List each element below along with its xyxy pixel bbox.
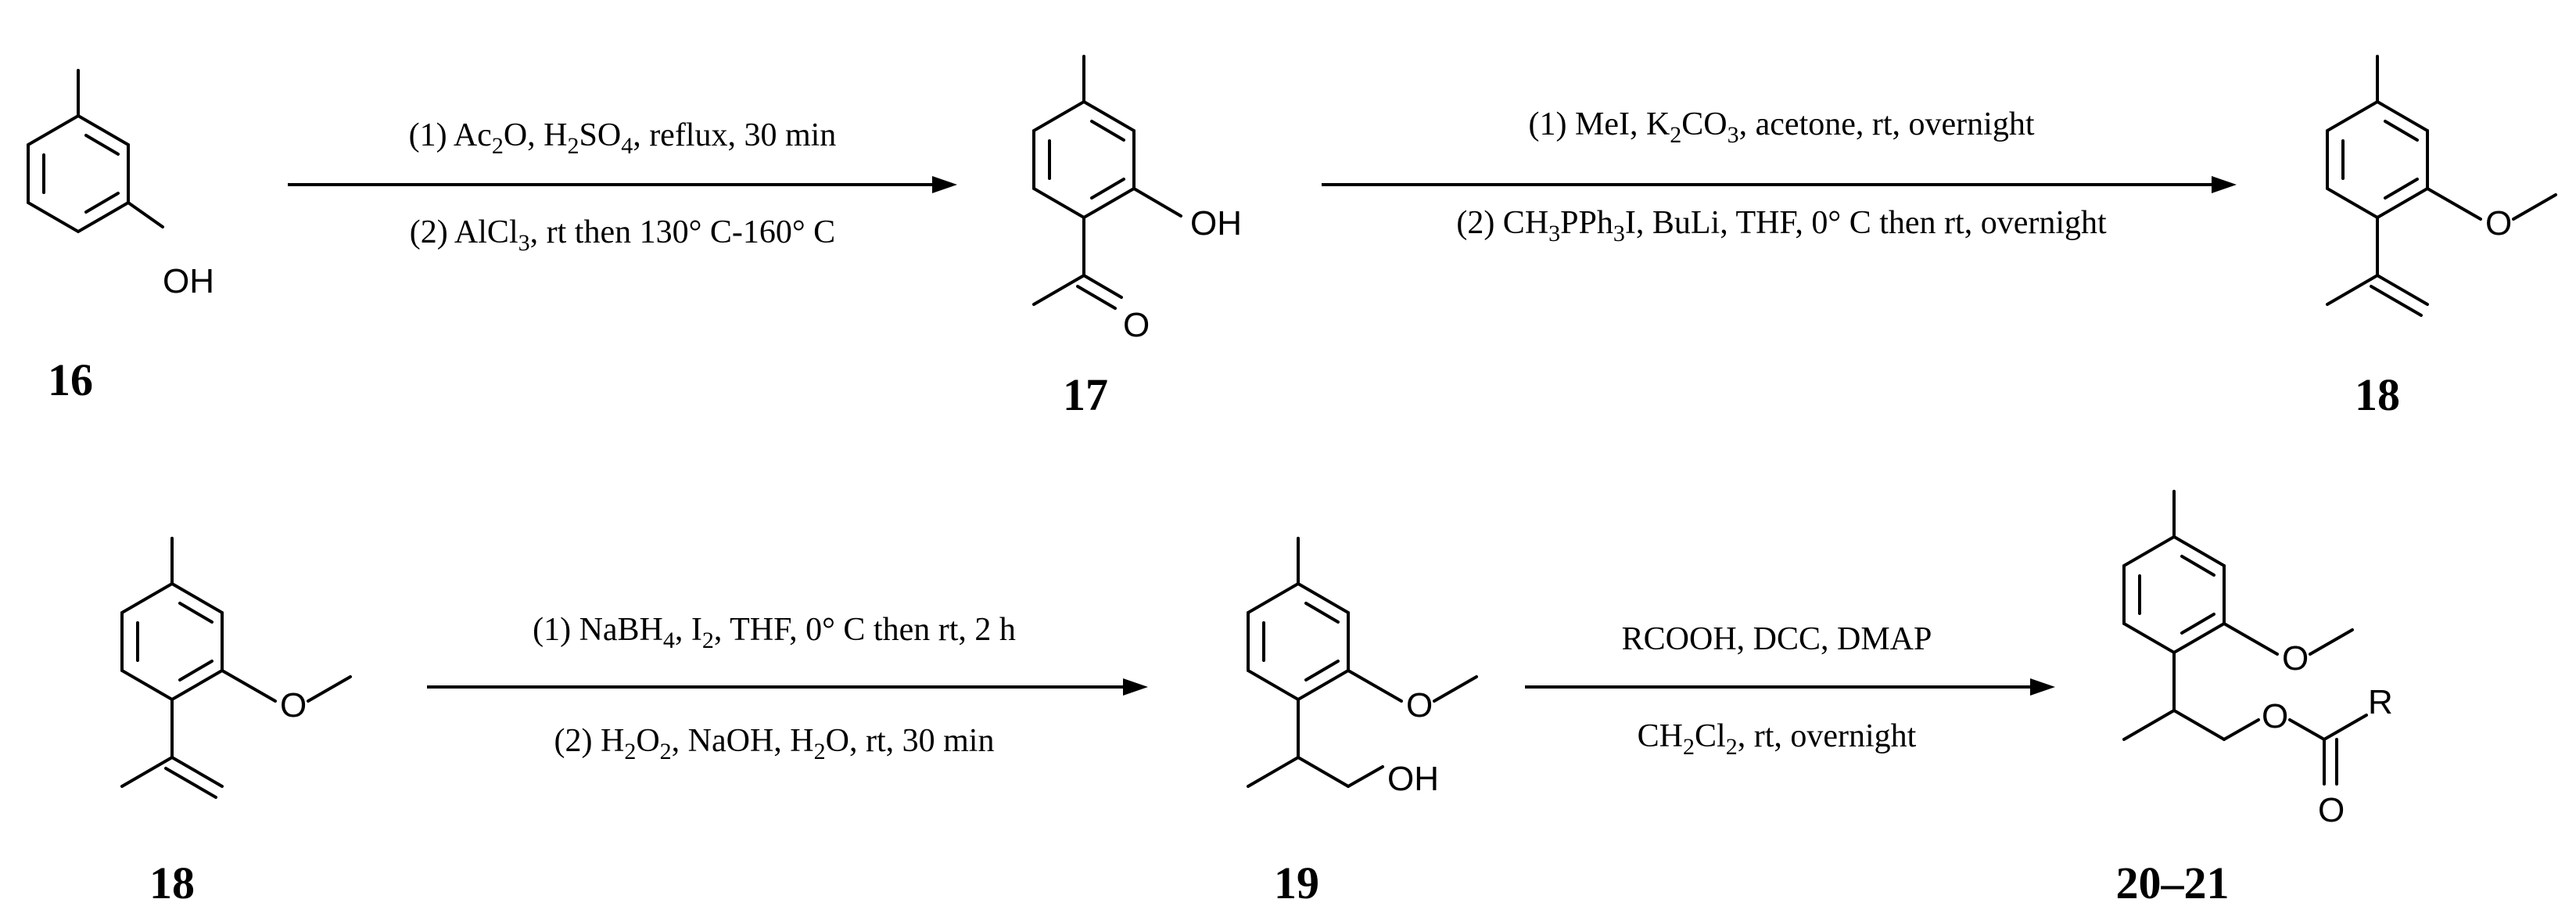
compound-20-21-structure: O O O R bbox=[2122, 490, 2393, 829]
reaction-1-conditions-below: (2) AlCl3, rt then 130° C-160° C bbox=[410, 214, 835, 256]
ester-oxygen-label: O bbox=[2262, 697, 2288, 735]
compound-18-label-top: 18 bbox=[2355, 369, 2400, 420]
reaction-4-conditions-below: CH2Cl2, rt, overnight bbox=[1638, 718, 1917, 760]
hydroxyl-label: OH bbox=[163, 262, 214, 300]
compound-16-structure: OH bbox=[27, 69, 214, 300]
compound-18-structure-top: O bbox=[2326, 55, 2557, 317]
compound-19-label: 19 bbox=[1274, 858, 1319, 908]
compound-18-label-bottom: 18 bbox=[149, 858, 195, 908]
reaction-3-conditions-above: (1) NaBH4, I2, THF, 0° C then rt, 2 h bbox=[533, 612, 1016, 653]
compound-20-21-label: 20–21 bbox=[2116, 858, 2230, 908]
reaction-arrow-2 bbox=[1322, 176, 2237, 193]
hydroxyl-label: OH bbox=[1190, 204, 1242, 243]
compound-17-label: 17 bbox=[1063, 369, 1108, 420]
hydroxyl-label: OH bbox=[1387, 760, 1439, 798]
carbonyl-oxygen-label: O bbox=[1123, 306, 1150, 344]
compound-17-structure: OH O bbox=[1032, 55, 1242, 344]
methoxy-oxygen-label: O bbox=[1406, 686, 1433, 725]
compound-19-structure: O OH bbox=[1247, 537, 1478, 798]
reaction-arrow-4 bbox=[1525, 678, 2055, 696]
reaction-2-conditions-below: (2) CH3PPh3I, BuLi, THF, 0° C then rt, o… bbox=[1456, 205, 2107, 246]
reaction-1-conditions-above: (1) Ac2O, H2SO4, reflux, 30 min bbox=[409, 117, 837, 159]
reaction-arrow-1 bbox=[288, 176, 957, 193]
reaction-3-conditions-below: (2) H2O2, NaOH, H2O, rt, 30 min bbox=[554, 723, 995, 764]
reaction-arrow-3 bbox=[427, 678, 1148, 696]
compound-16-label: 16 bbox=[48, 354, 93, 405]
methoxy-oxygen-label: O bbox=[2485, 204, 2512, 243]
methoxy-oxygen-label: O bbox=[2282, 639, 2309, 678]
reaction-4-conditions-above: RCOOH, DCC, DMAP bbox=[1622, 621, 1932, 657]
compound-18-structure-bottom: O bbox=[120, 537, 352, 799]
r-group-label: R bbox=[2368, 683, 2393, 721]
methoxy-oxygen-label: O bbox=[280, 686, 307, 725]
reaction-2-conditions-above: (1) MeI, K2CO3, acetone, rt, overnight bbox=[1529, 106, 2035, 148]
carbonyl-oxygen-label: O bbox=[2318, 791, 2345, 829]
